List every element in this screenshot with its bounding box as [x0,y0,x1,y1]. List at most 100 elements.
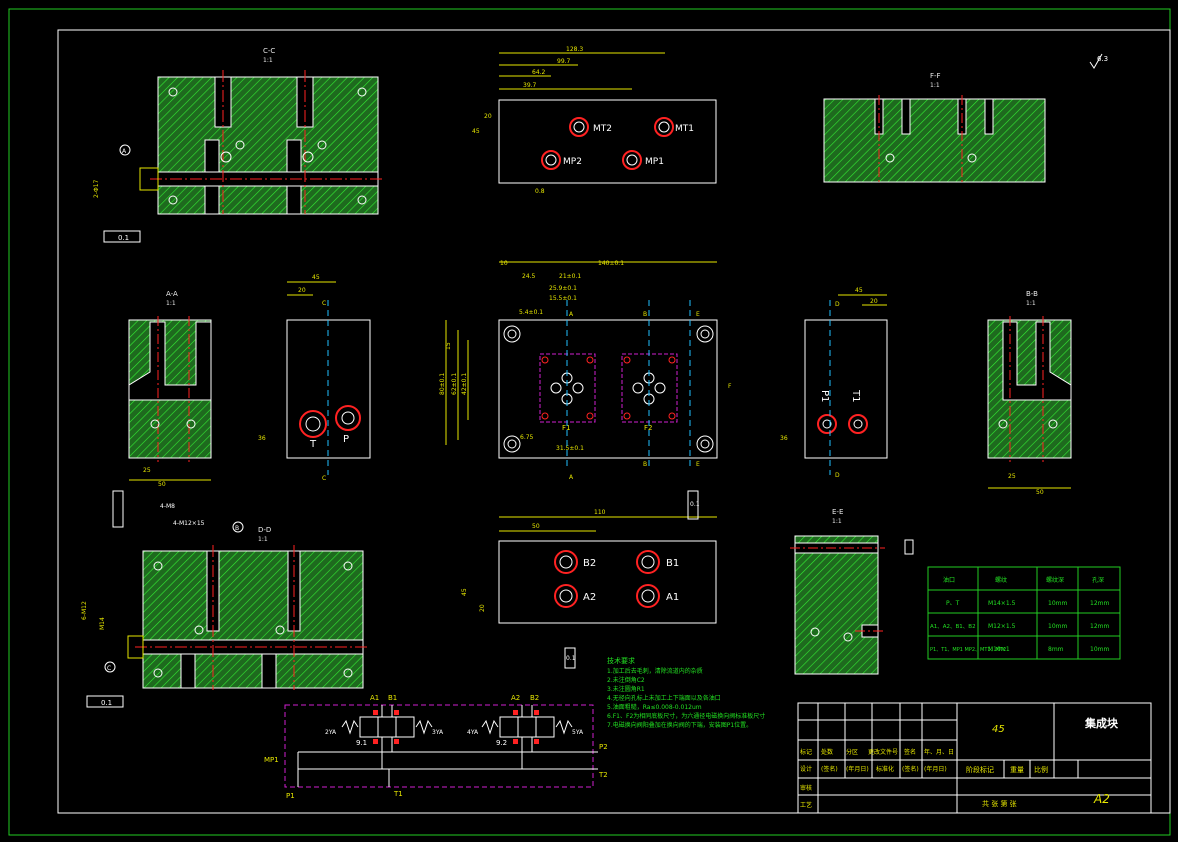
svg-text:工艺: 工艺 [800,801,812,809]
svg-text:阶段标记: 阶段标记 [966,765,994,774]
svg-text:(年月日): (年月日) [924,765,947,773]
svg-text:20: 20 [870,298,878,305]
svg-text:6.F1、F2为相同底板尺寸，为六通径电磁换向阀标准板尺寸: 6.F1、F2为相同底板尺寸，为六通径电磁换向阀标准板尺寸 [607,712,765,720]
svg-text:(签名): (签名) [821,765,838,773]
svg-text:4.无径向孔标上未加工上下端面以及各油口: 4.无径向孔标上未加工上下端面以及各油口 [607,694,721,702]
title-block: 45 集成块 A2 标记 处数 分区 更改文件号 签名 年、月、日 设计 (签名… [797,702,1152,814]
svg-text:MT1: MT1 [675,124,694,134]
svg-text:15.5±0.1: 15.5±0.1 [549,295,577,302]
main-front-view: 10 140±0.1 24.5 21±0.1 25.9±0.1 15.5±0.1… [439,260,732,481]
svg-text:5.4±0.1: 5.4±0.1 [519,309,543,316]
svg-text:7.电磁换向阀阳叠加在换向阀的下端，安装图P1位置。: 7.电磁换向阀阳叠加在换向阀的下端，安装图P1位置。 [607,721,752,729]
svg-text:集成块: 集成块 [1084,716,1119,730]
svg-text:1.加工后去毛刺，清除流道内的杂质: 1.加工后去毛刺，清除流道内的杂质 [607,667,703,675]
svg-text:80±0.1: 80±0.1 [439,373,446,395]
svg-text:设计: 设计 [800,765,812,773]
svg-text:45: 45 [992,724,1005,735]
svg-text:45: 45 [472,128,480,135]
svg-text:更改文件号: 更改文件号 [868,748,898,756]
svg-text:B2: B2 [583,558,596,569]
section-bb: B-B 1:1 50 25 [987,290,1072,496]
svg-text:45: 45 [312,274,320,281]
bottom-view: 110 50 45 20 B2 B1 A2 A1 0.1 0.1 [461,490,717,669]
svg-text:45: 45 [855,287,863,294]
svg-text:50: 50 [158,481,166,488]
svg-text:P2: P2 [599,743,608,751]
svg-text:M14: M14 [99,617,106,630]
svg-text:MT2: MT2 [593,124,612,134]
svg-text:B2: B2 [530,694,539,702]
svg-text:标准化: 标准化 [876,765,894,773]
svg-text:21±0.1: 21±0.1 [559,273,581,280]
svg-text:9.1: 9.1 [356,739,367,747]
svg-text:2.未注倒角C2: 2.未注倒角C2 [607,676,645,684]
svg-text:4-M12×15: 4-M12×15 [173,520,205,527]
svg-text:M12×1.5: M12×1.5 [988,623,1016,630]
svg-text:P1: P1 [819,390,830,402]
svg-text:审核: 审核 [800,784,812,792]
svg-text:MP1: MP1 [264,756,279,764]
svg-text:1:1: 1:1 [930,82,940,89]
svg-text:技术要求: 技术要求 [607,656,635,665]
svg-text:E: E [696,311,700,318]
svg-text:孔深: 孔深 [1092,576,1104,584]
svg-text:A1: A1 [666,592,679,603]
svg-text:D: D [835,301,840,308]
svg-text:6-M12: 6-M12 [81,601,88,620]
svg-text:39.7: 39.7 [523,82,537,89]
svg-text:分区: 分区 [846,748,858,756]
hydraulic-schematic: A1 B1 A2 B2 2YA 3YA 4YA 5YA 9.1 9.2 MP1 … [264,694,608,800]
svg-text:F2: F2 [644,424,652,432]
svg-text:140±0.1: 140±0.1 [598,260,624,267]
svg-text:F: F [728,383,732,390]
svg-text:A2: A2 [1093,792,1110,806]
svg-text:M14×1.5: M14×1.5 [988,600,1016,607]
svg-text:T2: T2 [598,771,608,779]
svg-text:B-B: B-B [1026,290,1038,298]
svg-text:20: 20 [479,604,486,612]
section-dd: D-D 1:1 4-M8 4-M12×15 6-M12 M14 0.1 C B [81,490,370,708]
svg-text:25.9±0.1: 25.9±0.1 [549,285,577,292]
svg-text:P1: P1 [286,792,295,800]
svg-text:2YA: 2YA [325,729,337,736]
svg-text:12mm: 12mm [1090,623,1109,630]
svg-text:62±0.1: 62±0.1 [451,373,458,395]
svg-text:3YA: 3YA [432,729,444,736]
left-side-view: 45 20 36 T P C C [258,274,371,482]
svg-text:螺纹深: 螺纹深 [1046,576,1064,584]
svg-text:25: 25 [143,467,151,474]
svg-text:99.7: 99.7 [557,58,571,65]
svg-text:C: C [322,475,326,482]
svg-text:F1: F1 [562,424,570,432]
svg-text:P1、T1、MP1 MP2、MT1、MT2: P1、T1、MP1 MP2、MT1、MT2 [930,647,1006,653]
right-side-view: 45 20 36 P1 T1 D D [780,287,888,479]
svg-text:0.8: 0.8 [535,188,545,195]
svg-text:A: A [569,311,574,318]
svg-text:4YA: 4YA [467,729,479,736]
top-view: 128.3 99.7 64.2 39.7 20 45 MT2 MT1 MP2 M… [472,46,717,195]
svg-text:0.1: 0.1 [690,501,700,508]
svg-text:10mm: 10mm [1048,600,1067,607]
svg-text:50: 50 [1036,489,1044,496]
svg-text:螺纹: 螺纹 [995,576,1007,584]
svg-text:B: B [643,311,647,318]
svg-text:10mm: 10mm [1090,646,1109,653]
svg-text:D-D: D-D [258,526,271,534]
svg-text:A2: A2 [583,592,596,603]
svg-text:MP2: MP2 [563,157,582,167]
inner-frame [57,29,1171,814]
svg-text:B: B [643,461,647,468]
corner-roughness: 6.3 [1097,55,1108,63]
svg-text:0.1: 0.1 [118,234,129,242]
svg-text:5.油面粗糙，Ra≤0.008-0.012um: 5.油面粗糙，Ra≤0.008-0.012um [607,703,702,711]
svg-text:31.5±0.1: 31.5±0.1 [556,445,584,452]
section-ff: F-F 1:1 [823,72,1046,183]
svg-text:B1: B1 [666,558,679,569]
svg-text:15: 15 [445,342,452,350]
svg-text:MP1: MP1 [645,157,664,167]
svg-text:1:1: 1:1 [832,518,842,525]
svg-text:P、T: P、T [946,600,960,607]
svg-text:(年月日): (年月日) [846,765,869,773]
svg-text:128.3: 128.3 [566,46,583,53]
